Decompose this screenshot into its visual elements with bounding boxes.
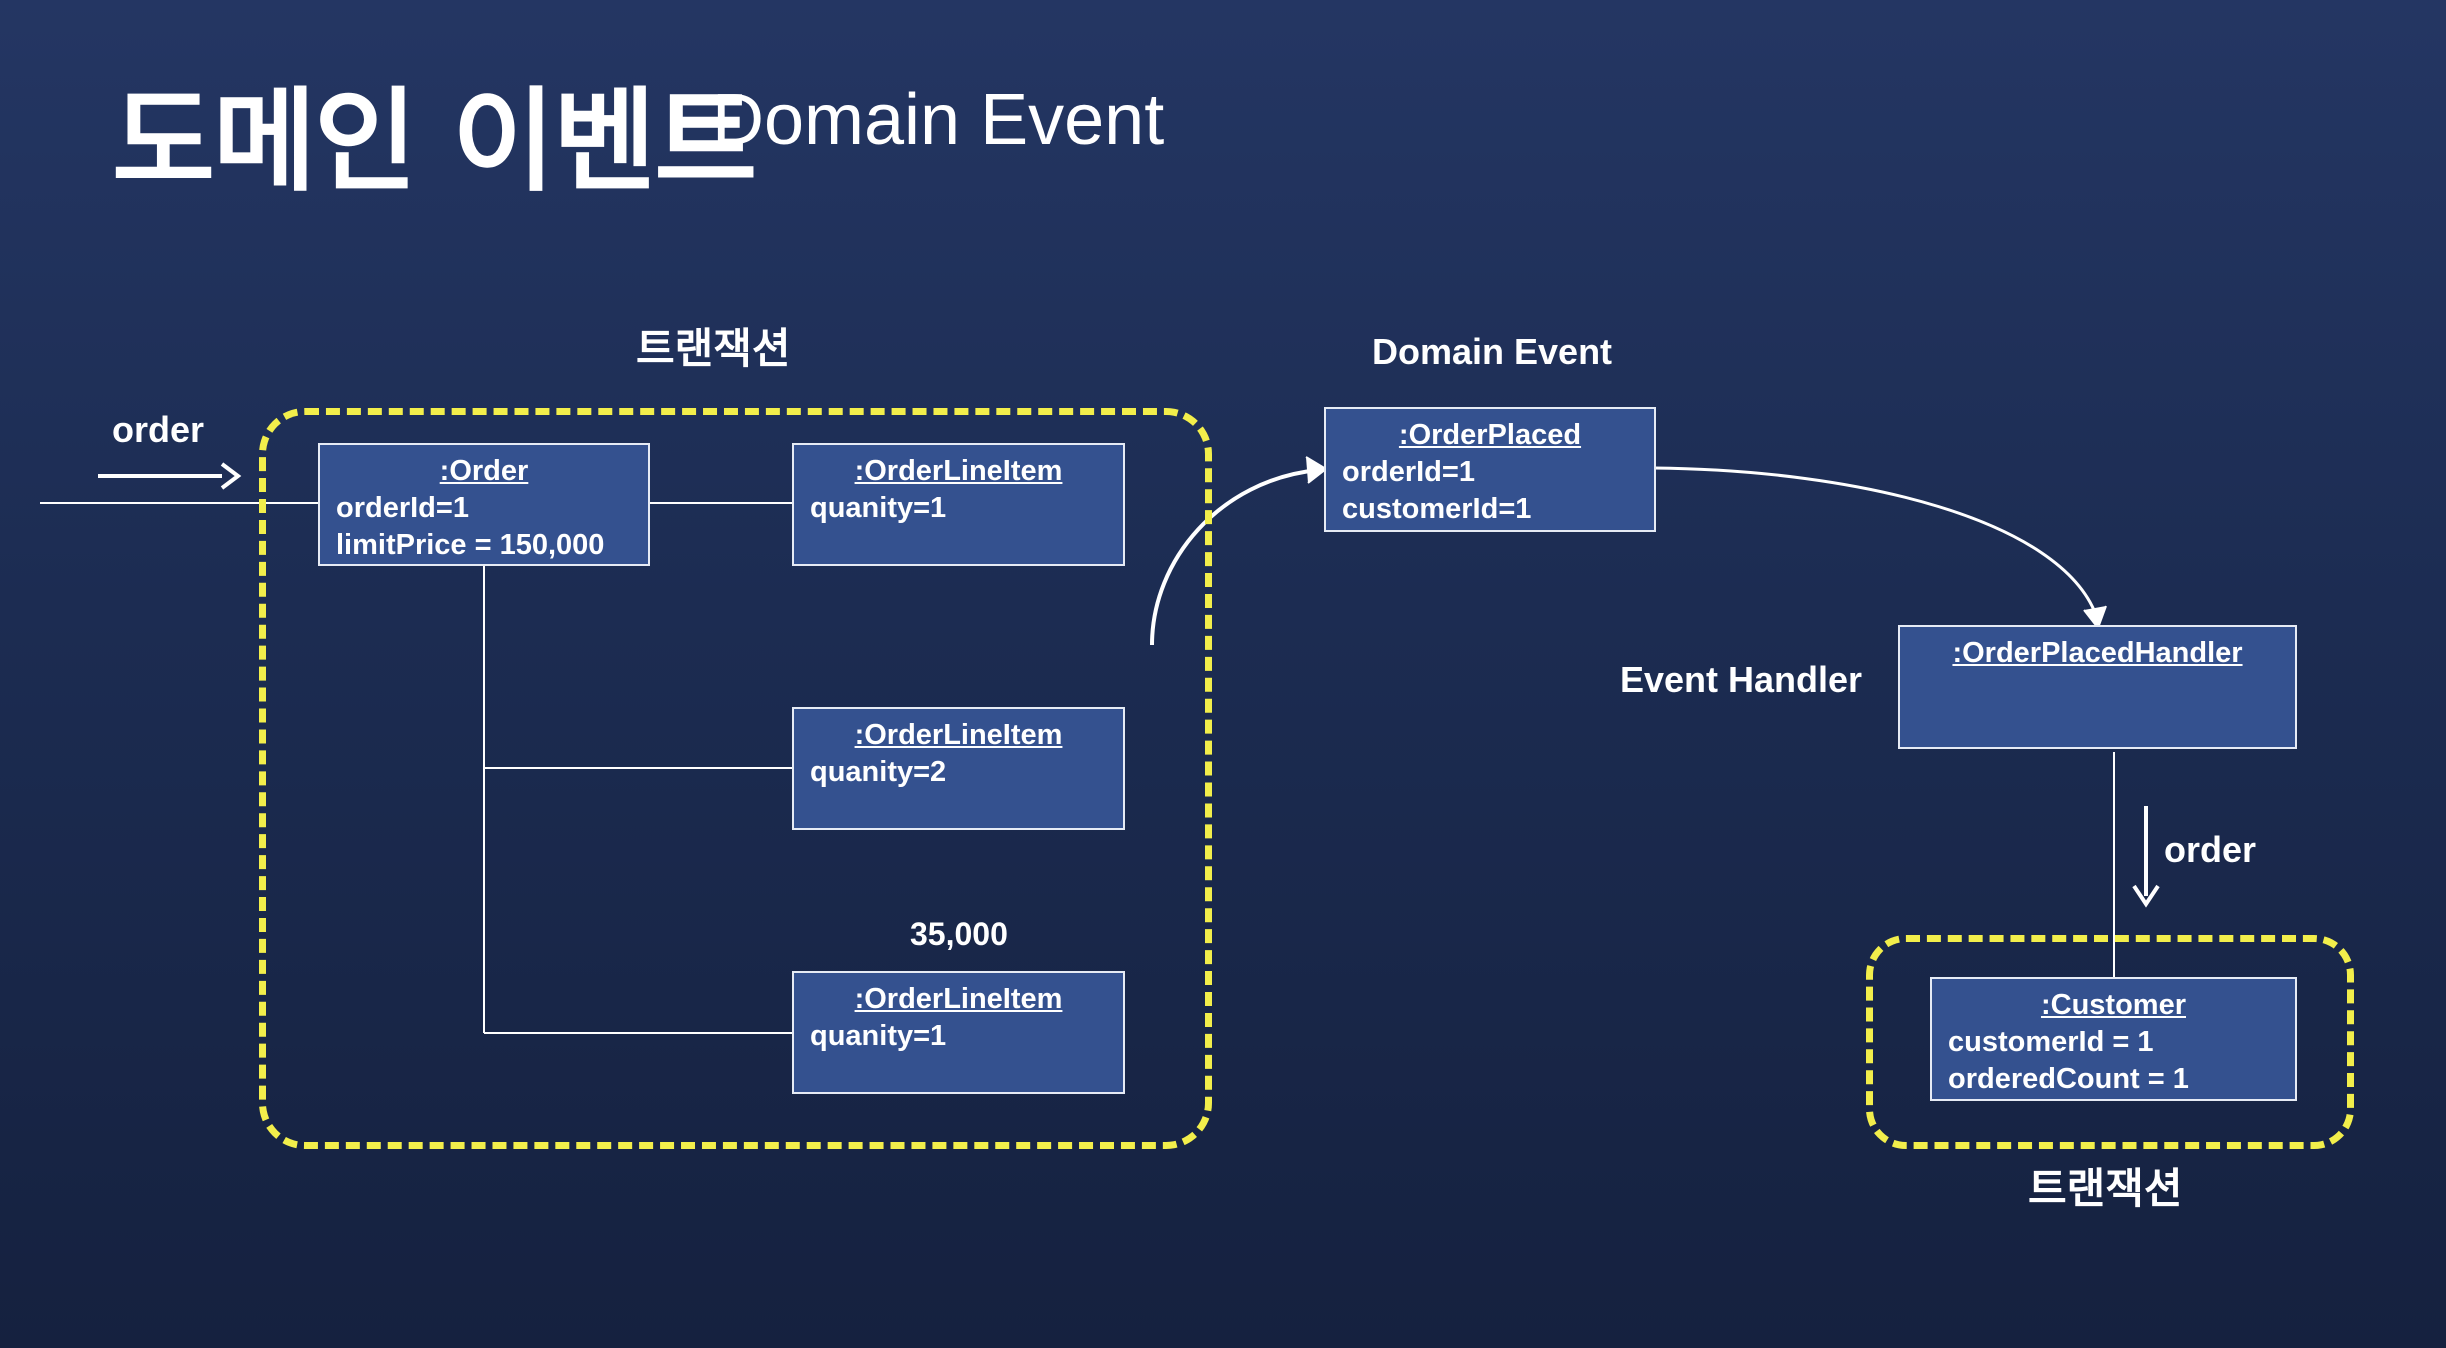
order-input-arrowhead bbox=[220, 462, 242, 490]
order-placed-attribute: customerId=1 bbox=[1342, 493, 1532, 525]
publish-event-arrowhead bbox=[1305, 456, 1328, 484]
order-line-item-object[interactable]: :OrderLineItem quanity=2 bbox=[792, 707, 1125, 830]
transaction-label-right: 트랜잭션 bbox=[2028, 1164, 2183, 1213]
domain-event-label: Domain Event bbox=[1372, 331, 1613, 372]
order-line-item-title: :OrderLineItem bbox=[854, 983, 1063, 1015]
order-placed-title: :OrderPlaced bbox=[1398, 419, 1582, 451]
order-object-title: :Order bbox=[439, 455, 529, 487]
order-line-item-attribute: quanity=1 bbox=[810, 492, 947, 524]
order-line-item-object[interactable]: :OrderLineItem quanity=1 bbox=[792, 971, 1125, 1094]
order-object-attribute: limitPrice = 150,000 bbox=[336, 529, 605, 561]
order-line-item-title: :OrderLineItem bbox=[854, 455, 1063, 487]
transaction-boundary-left bbox=[259, 408, 1212, 1149]
page-title-korean: 도메인 이벤트 bbox=[112, 77, 757, 207]
dispatch-event-arrow bbox=[1653, 466, 2098, 616]
order-placed-handler-object[interactable]: :OrderPlacedHandler bbox=[1898, 625, 2297, 749]
order-placed-attribute: orderId=1 bbox=[1342, 456, 1475, 488]
price-annotation: 35,000 bbox=[910, 916, 1008, 952]
transaction-boundary-right bbox=[1866, 935, 2354, 1149]
publish-event-arrow bbox=[1150, 468, 1319, 646]
customer-attribute: customerId = 1 bbox=[1948, 1026, 2154, 1058]
order-input-label: order bbox=[112, 409, 205, 450]
order-object[interactable]: :Order orderId=1 limitPrice = 150,000 bbox=[318, 443, 650, 566]
event-handler-label: Event Handler bbox=[1620, 659, 1863, 700]
order-object-attribute: orderId=1 bbox=[336, 492, 469, 524]
order-line-item-title: :OrderLineItem bbox=[854, 719, 1063, 751]
order-down-label: order bbox=[2164, 829, 2257, 870]
order-line-item-object[interactable]: :OrderLineItem quanity=1 bbox=[792, 443, 1125, 566]
order-placed-handler-title: :OrderPlacedHandler bbox=[1952, 637, 2243, 669]
order-down-arrowhead bbox=[2132, 884, 2160, 908]
page-title-english: Domain Event bbox=[712, 80, 1165, 160]
transaction-label-left: 트랜잭션 bbox=[636, 324, 791, 373]
customer-title: :Customer bbox=[2040, 989, 2186, 1021]
order-line-item-attribute: quanity=2 bbox=[810, 756, 947, 788]
customer-object[interactable]: :Customer customerId = 1 orderedCount = … bbox=[1930, 977, 2297, 1101]
order-line-item-attribute: quanity=1 bbox=[810, 1020, 947, 1052]
order-placed-event-object[interactable]: :OrderPlaced orderId=1 customerId=1 bbox=[1324, 407, 1656, 532]
customer-attribute: orderedCount = 1 bbox=[1948, 1063, 2189, 1095]
